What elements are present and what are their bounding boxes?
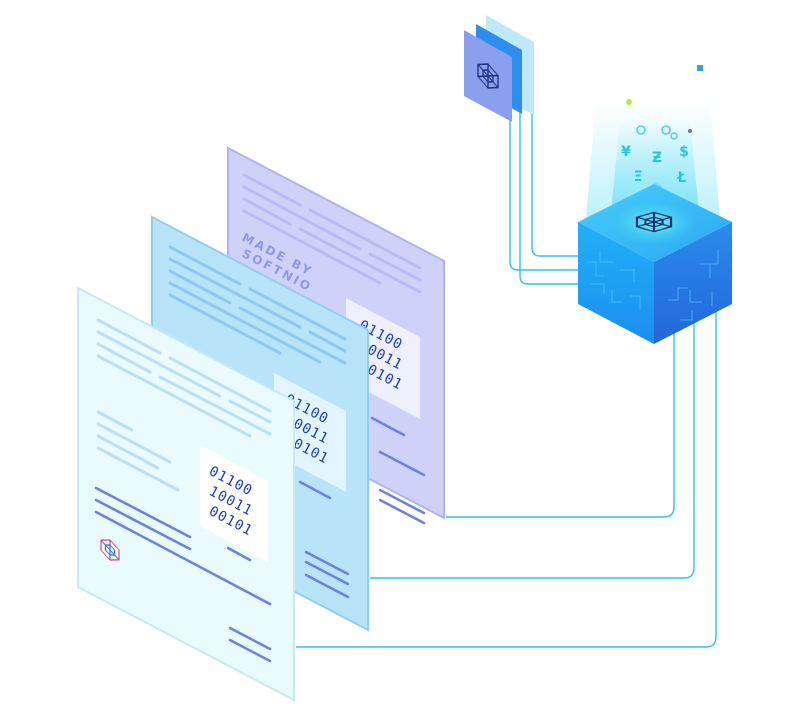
crypto-cube-icon: [635, 211, 673, 233]
cube-right-face: [654, 222, 732, 344]
sparkles: [626, 65, 703, 140]
network-card-icon: [477, 63, 499, 89]
network-logo-icon: [100, 539, 120, 561]
crypto-symbol: ¥: [621, 144, 631, 160]
cube-left-face: [578, 222, 654, 344]
crypto-symbol: Ƶ: [652, 150, 662, 166]
connector-line: [370, 322, 695, 579]
connector-line: [296, 308, 717, 648]
network-card-stack: [464, 15, 534, 122]
connector-lines: [296, 110, 717, 648]
crypto-symbol: Ξ: [634, 169, 643, 185]
crypto-cube: [578, 184, 732, 344]
connector-line: [519, 110, 582, 285]
document-front: 01100 10011 00101: [77, 286, 295, 702]
connector-line: [446, 330, 675, 518]
crypto-symbol: $: [679, 144, 689, 160]
connector-line: [531, 110, 582, 257]
connector-line: [509, 110, 580, 271]
crypto-symbol: Ł: [677, 170, 687, 186]
binary-panel: [200, 445, 268, 562]
